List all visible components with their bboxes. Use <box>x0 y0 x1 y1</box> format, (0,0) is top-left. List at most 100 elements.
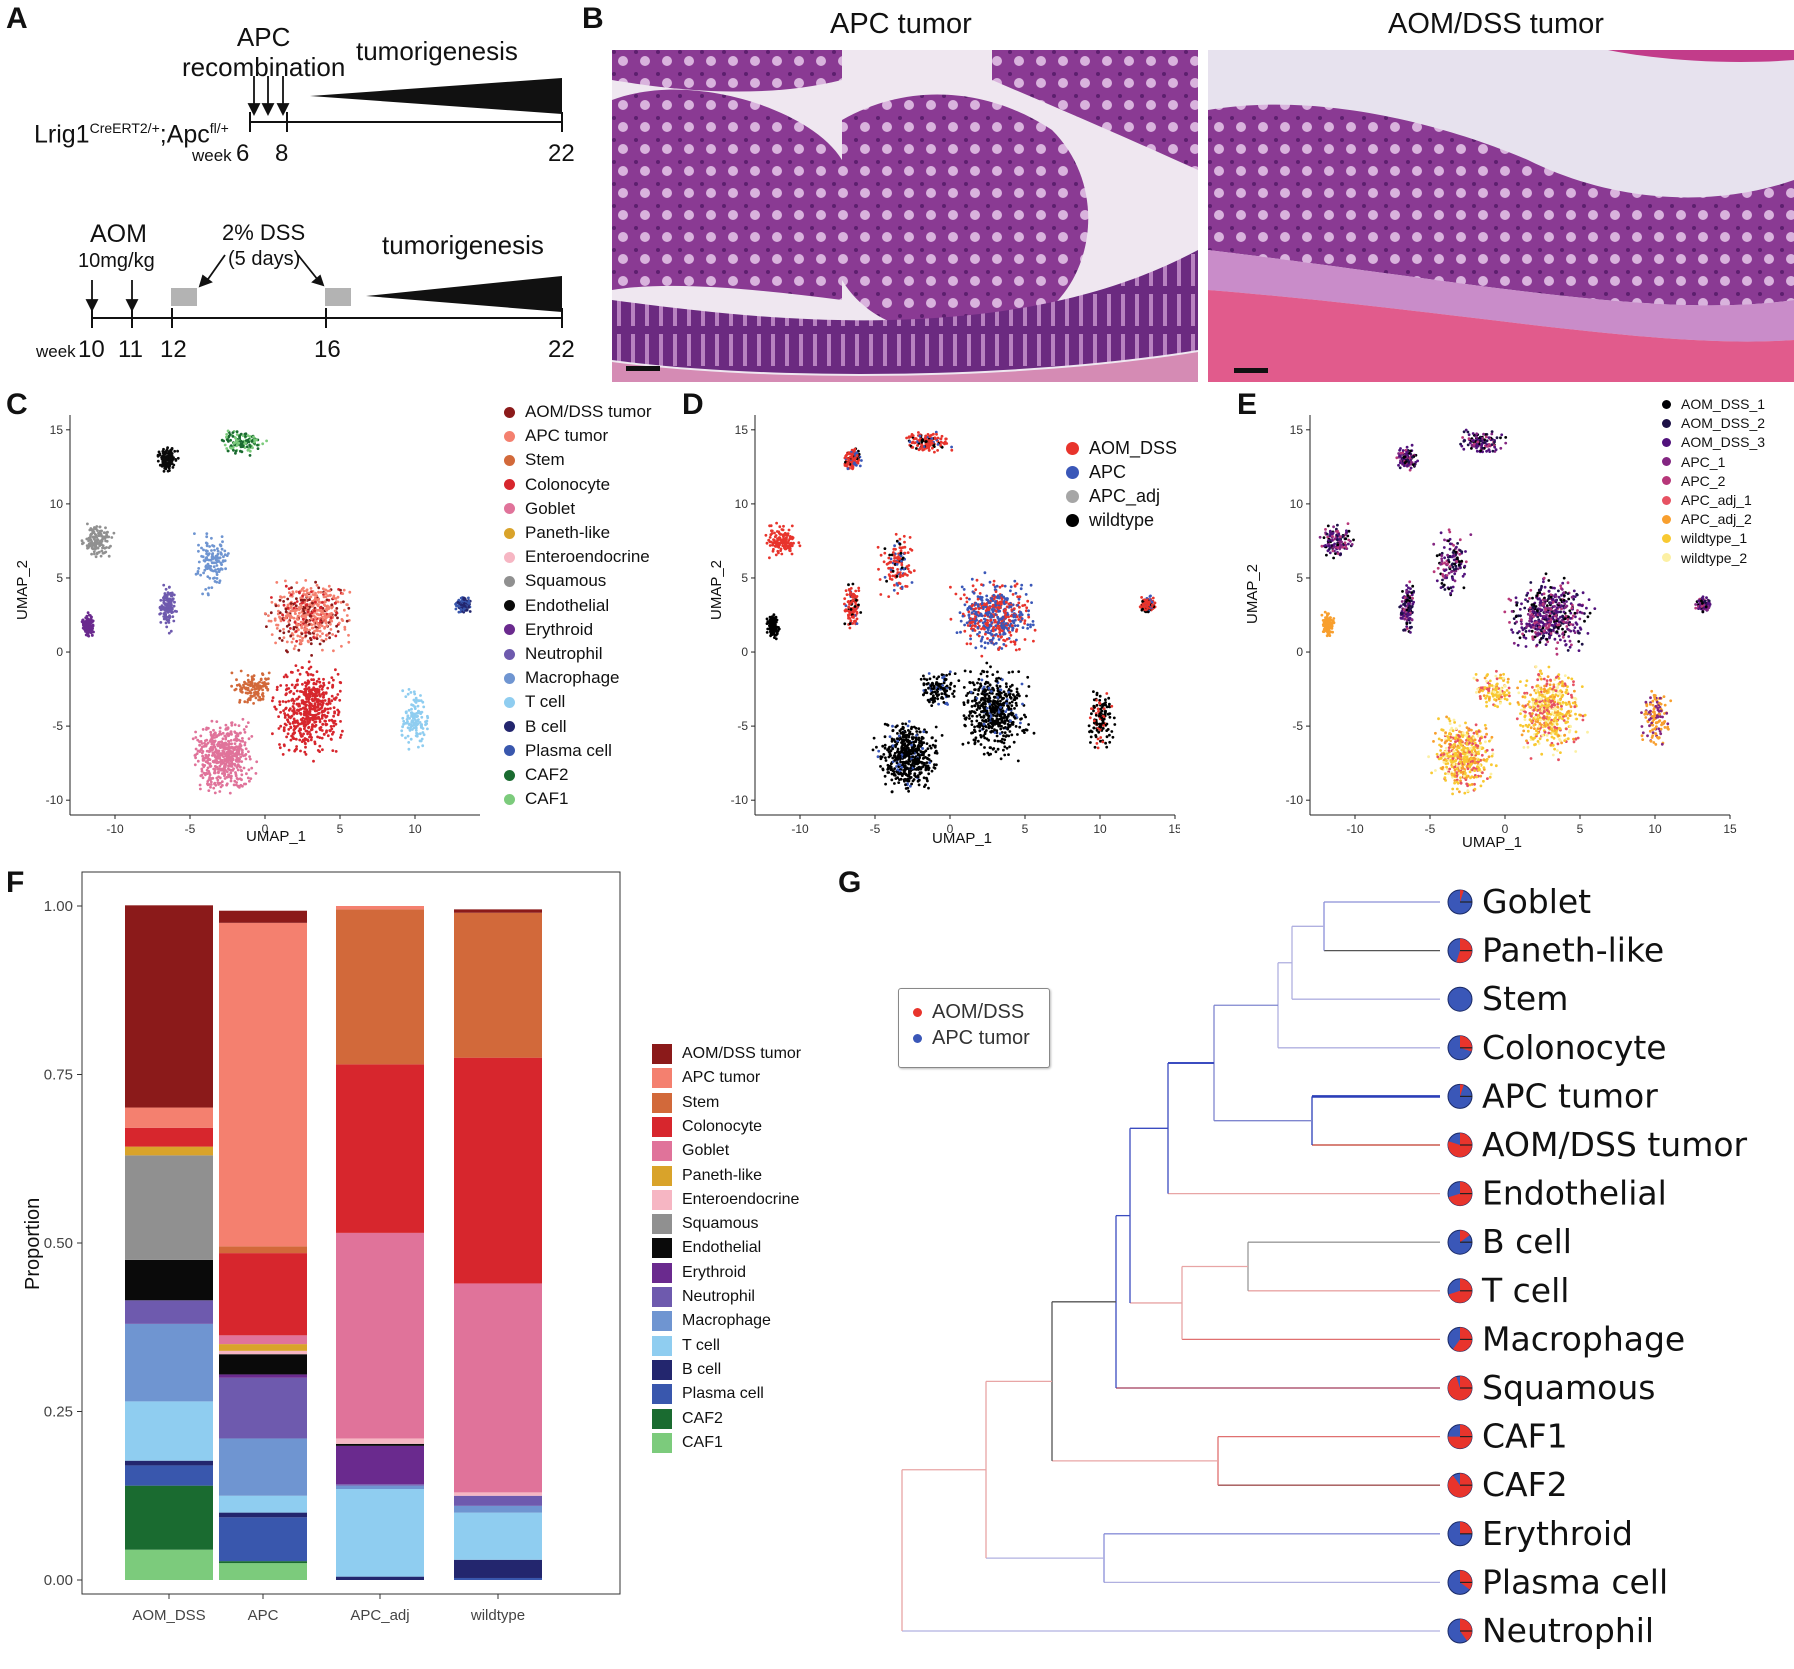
umap-point <box>1001 584 1004 588</box>
umap-point <box>983 641 987 644</box>
umap-point <box>979 743 983 746</box>
umap-point <box>990 710 993 714</box>
umap-point <box>1009 707 1013 711</box>
umap-point <box>324 619 328 623</box>
umap-point <box>989 730 992 734</box>
legend-swatch <box>504 769 515 781</box>
umap-point <box>164 621 168 625</box>
umap-point <box>939 686 943 690</box>
umap-point <box>843 597 847 600</box>
umap-point <box>227 740 231 743</box>
umap-point <box>951 692 954 696</box>
umap-point <box>969 617 973 620</box>
umap-point <box>306 739 310 743</box>
umap-point <box>907 789 910 793</box>
umap-point <box>329 616 333 620</box>
umap-point <box>328 612 332 616</box>
umap-point <box>409 691 413 694</box>
umap-point <box>208 762 212 766</box>
umap-point <box>252 702 256 705</box>
umap-point <box>292 606 296 610</box>
umap-point <box>159 621 163 624</box>
umap-point <box>284 707 287 711</box>
umap-point <box>1008 701 1012 705</box>
panel-letter-b: B <box>582 2 604 35</box>
umap-point <box>159 598 163 602</box>
umap-point <box>765 541 769 545</box>
umap-point <box>167 621 171 624</box>
umap-point <box>1013 642 1017 646</box>
umap-point <box>978 706 982 710</box>
umap-point <box>887 566 890 570</box>
umap-point <box>1015 582 1019 586</box>
umap-point <box>162 612 166 615</box>
umap-point <box>213 764 217 768</box>
umap-point <box>218 568 222 572</box>
tumorigenesis-label-1: tumorigenesis <box>356 36 518 66</box>
umap-point <box>998 631 1002 634</box>
umap-point <box>1014 618 1017 622</box>
umap-point <box>322 677 325 681</box>
legend-item: Colonocyte <box>504 475 610 495</box>
umap-point <box>176 456 180 460</box>
umap-point <box>314 730 318 734</box>
umap-point <box>101 537 104 541</box>
umap-point <box>1003 693 1007 697</box>
umap-point <box>772 613 776 617</box>
umap-point <box>401 689 405 693</box>
umap-point <box>847 605 850 609</box>
umap-point <box>242 754 245 758</box>
umap-point <box>771 630 775 634</box>
umap-point <box>995 708 999 712</box>
umap-point <box>1018 595 1022 599</box>
umap-point <box>899 554 903 558</box>
umap-point <box>246 448 250 452</box>
umap-point <box>322 710 326 713</box>
umap-point <box>1007 690 1011 694</box>
umap-point <box>193 532 196 535</box>
umap-point <box>982 698 986 701</box>
umap-point <box>220 780 224 784</box>
umap-point <box>100 543 103 546</box>
umap-point <box>927 446 931 450</box>
umap-point <box>985 670 989 674</box>
umap-point <box>859 611 863 614</box>
umap-point <box>1027 685 1031 688</box>
umap-point <box>287 623 291 627</box>
umap-point <box>247 750 250 753</box>
umap-point <box>170 594 174 598</box>
umap-point <box>245 772 248 776</box>
umap-point <box>227 757 231 761</box>
umap-point <box>773 535 777 539</box>
umap-point <box>208 773 212 777</box>
umap-point <box>167 466 171 470</box>
umap-point <box>314 682 318 686</box>
umap-point <box>200 769 204 773</box>
umap-point <box>454 607 458 611</box>
umap-point <box>986 624 989 627</box>
umap-point <box>317 708 321 711</box>
umap-point <box>169 459 173 463</box>
umap-point <box>885 579 888 583</box>
umap-point <box>1014 725 1018 728</box>
umap-point <box>891 574 895 578</box>
umap-point <box>978 686 982 689</box>
umap-point <box>171 610 175 614</box>
umap-point <box>980 644 983 648</box>
umap-point <box>781 540 784 544</box>
umap-point <box>244 747 248 751</box>
umap-point <box>293 719 296 722</box>
umap-point <box>843 622 847 626</box>
umap-point <box>1001 720 1004 724</box>
umap-point <box>162 447 165 451</box>
umap-point <box>787 547 791 550</box>
umap-point <box>234 758 238 762</box>
umap-point <box>267 614 270 617</box>
umap-point <box>306 722 309 726</box>
umap-point <box>338 698 342 702</box>
umap-point <box>303 710 306 713</box>
umap-point <box>855 595 859 598</box>
umap-point <box>410 719 414 722</box>
umap-point <box>334 601 337 605</box>
umap-point <box>1008 745 1011 749</box>
